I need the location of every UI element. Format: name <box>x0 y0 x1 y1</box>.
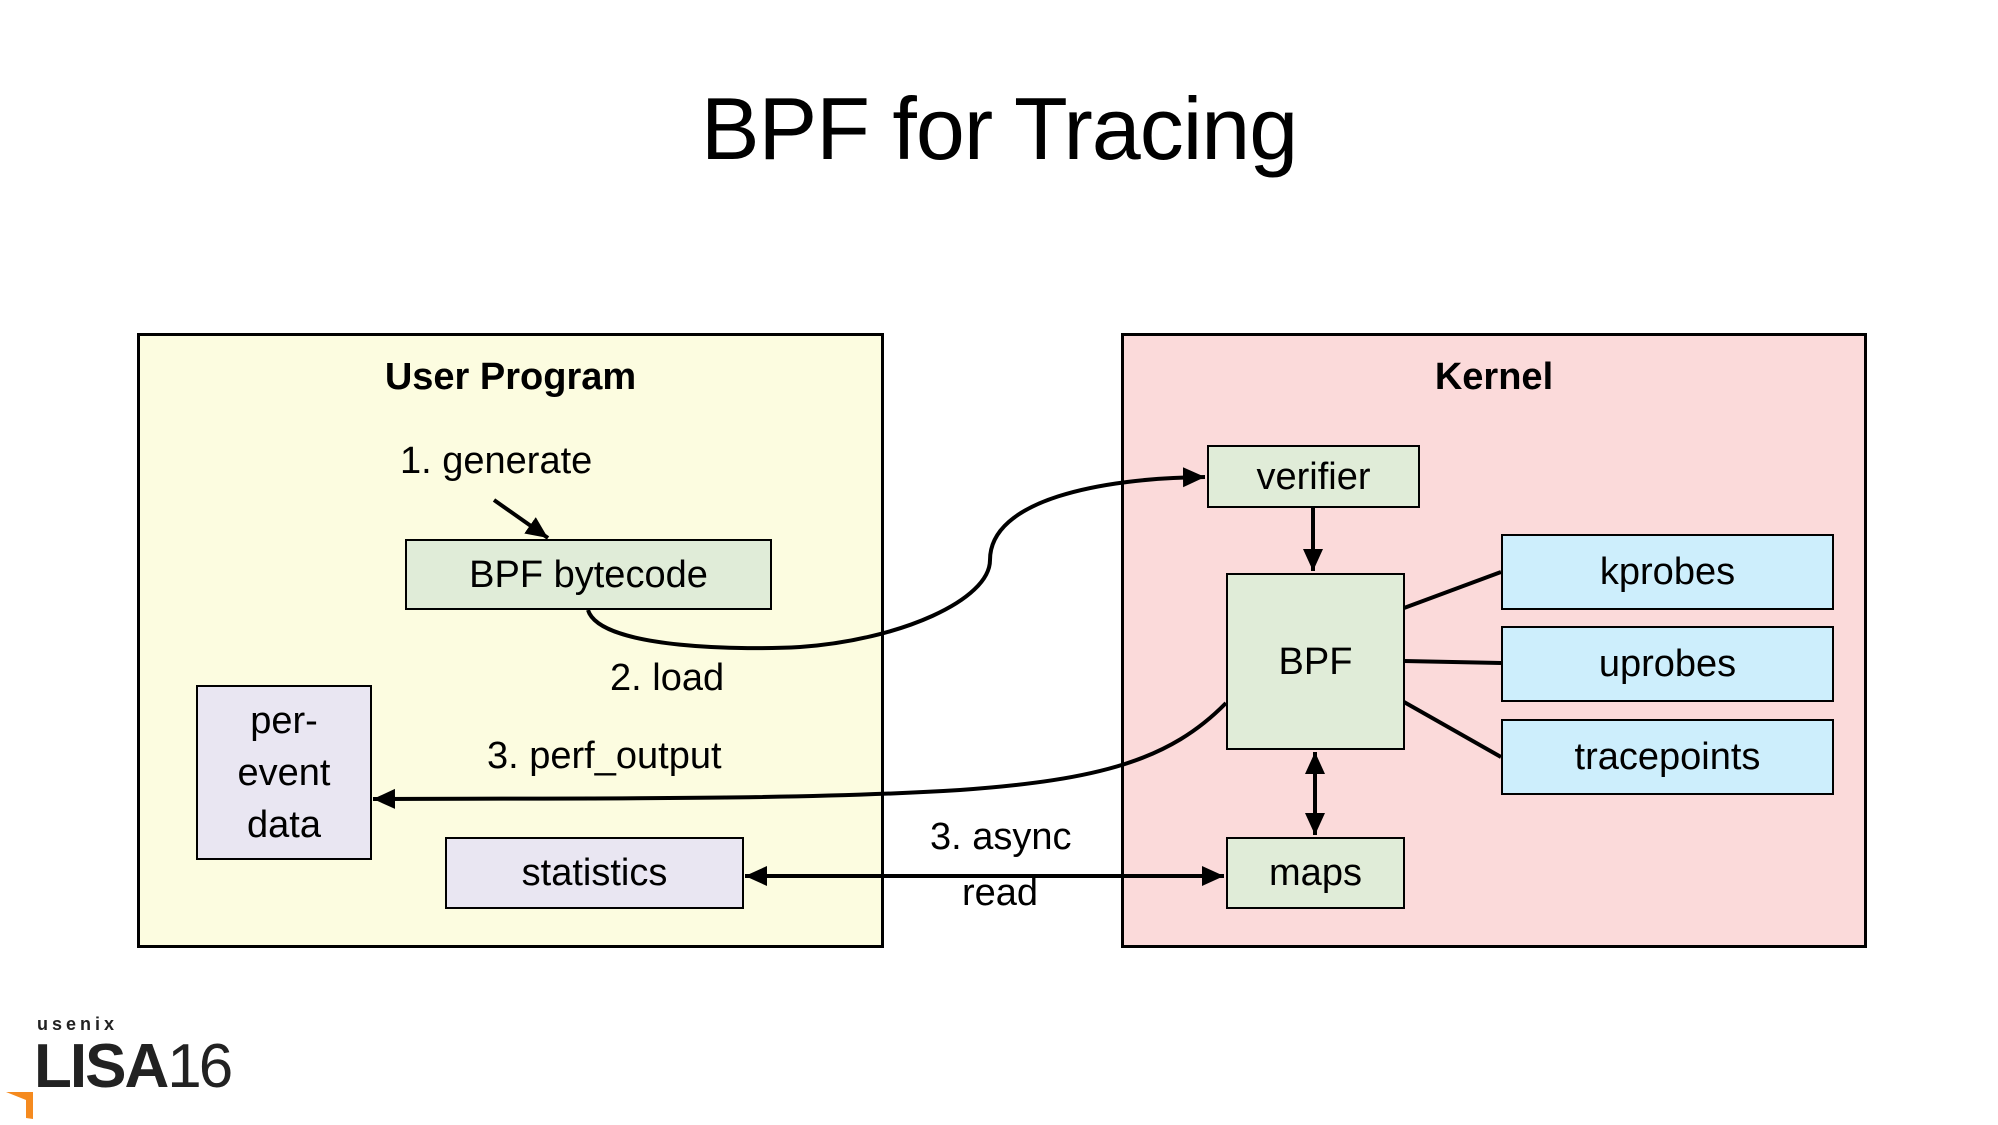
per-event-text-2: event <box>237 751 331 794</box>
per-event-text-1: per- <box>250 699 318 742</box>
slide-title: BPF for Tracing <box>700 79 1298 178</box>
load-curve <box>586 467 1206 651</box>
per-event-text-3: data <box>247 803 321 846</box>
bpf-kprobes-line <box>1403 570 1502 610</box>
uprobes-text: uprobes <box>1598 643 1737 685</box>
tracepoints-node: tracepoints <box>1501 719 1834 795</box>
generate-label: 1. generate <box>400 440 593 482</box>
load-label: 2. load <box>610 657 725 699</box>
bpf-node: BPF <box>1226 573 1405 750</box>
perf-output-label: 3. perf_output <box>487 735 722 777</box>
verifier-text: verifier <box>1256 455 1371 498</box>
async-read-label-line2: read <box>962 872 1039 914</box>
statistics-node: statistics <box>445 837 744 909</box>
user-program-label: User Program <box>384 356 637 398</box>
logo-year-text: 16 <box>167 1032 233 1101</box>
perf-output-curve <box>372 701 1228 809</box>
async-read-label-line1: 3. async <box>930 816 1072 858</box>
tracepoints-text: tracepoints <box>1574 736 1761 778</box>
verifier-node: verifier <box>1207 445 1420 508</box>
kernel-label: Kernel <box>1434 356 1554 398</box>
logo-org-text: usenix <box>37 1014 119 1034</box>
bpf-bytecode-text: BPF bytecode <box>469 553 708 596</box>
bpf-tracepoints-line <box>1403 700 1502 759</box>
maps-node: maps <box>1226 837 1405 909</box>
bpf-bytecode-node: BPF bytecode <box>405 539 772 610</box>
per-event-data-node: per- event data <box>196 685 372 860</box>
kprobes-node: kprobes <box>1501 534 1834 610</box>
logo-event-text: LISA <box>34 1032 169 1101</box>
maps-text: maps <box>1269 852 1362 894</box>
statistics-text: statistics <box>521 852 668 894</box>
uprobes-node: uprobes <box>1501 626 1834 702</box>
usenix-lisa16-logo: usenix LISA16 <box>0 1010 260 1125</box>
generate-arrow <box>492 498 550 540</box>
kprobes-text: kprobes <box>1599 551 1736 593</box>
bpf-uprobes-line <box>1403 659 1502 665</box>
bpf-text: BPF <box>1278 640 1353 683</box>
logo-corner-icon <box>6 1092 33 1119</box>
